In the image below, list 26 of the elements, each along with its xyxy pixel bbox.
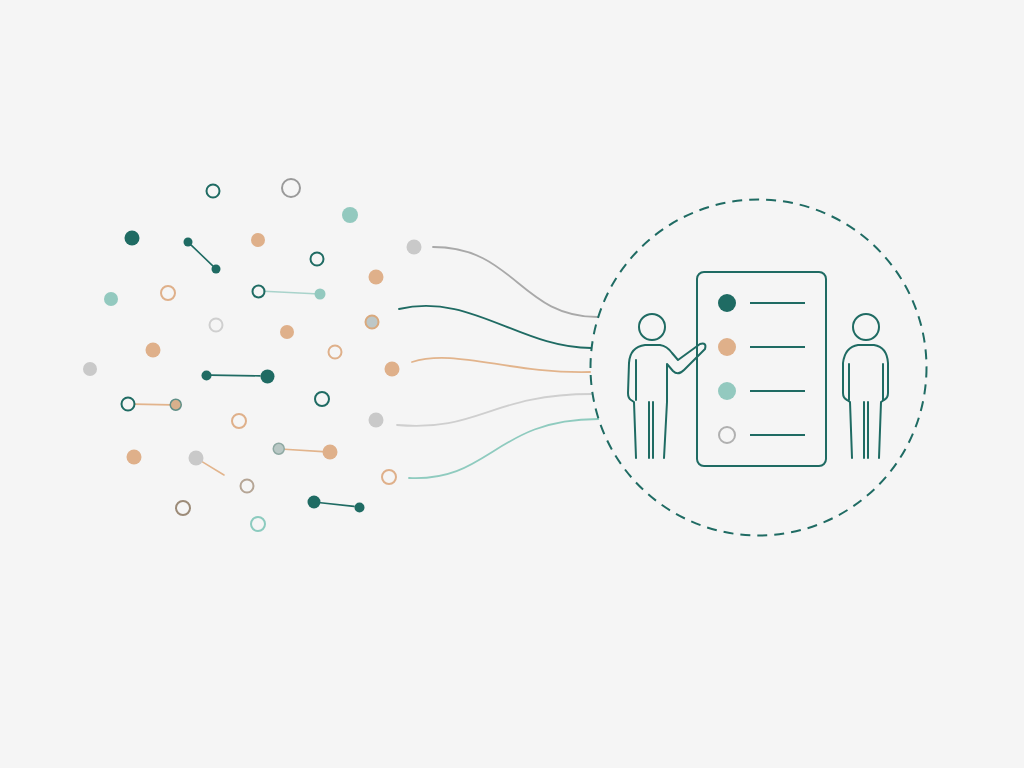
dot-icon — [314, 288, 326, 300]
curved-connector — [411, 357, 591, 373]
ring-icon — [250, 283, 266, 299]
dot-icon — [211, 264, 221, 274]
dot-icon — [272, 442, 286, 456]
dot-icon — [200, 369, 212, 381]
dot-icon — [307, 495, 321, 509]
dot-icon — [353, 501, 365, 513]
curved-connector — [432, 246, 599, 318]
curved-connector — [396, 393, 594, 427]
link-line — [319, 501, 355, 508]
link-line — [190, 244, 214, 267]
dot-icon — [188, 450, 204, 466]
link-line — [263, 290, 316, 295]
dot-icon — [183, 237, 193, 247]
link-line — [283, 448, 324, 453]
link-line — [133, 403, 172, 406]
dot-icon — [259, 368, 275, 384]
link-line — [210, 374, 261, 377]
curved-connector — [398, 305, 592, 349]
ring-icon — [120, 396, 136, 412]
dashed-circle — [588, 197, 928, 537]
dot-icon — [322, 444, 338, 460]
curved-connector — [408, 418, 600, 479]
dot-icon — [169, 398, 183, 412]
link-line — [201, 461, 225, 476]
